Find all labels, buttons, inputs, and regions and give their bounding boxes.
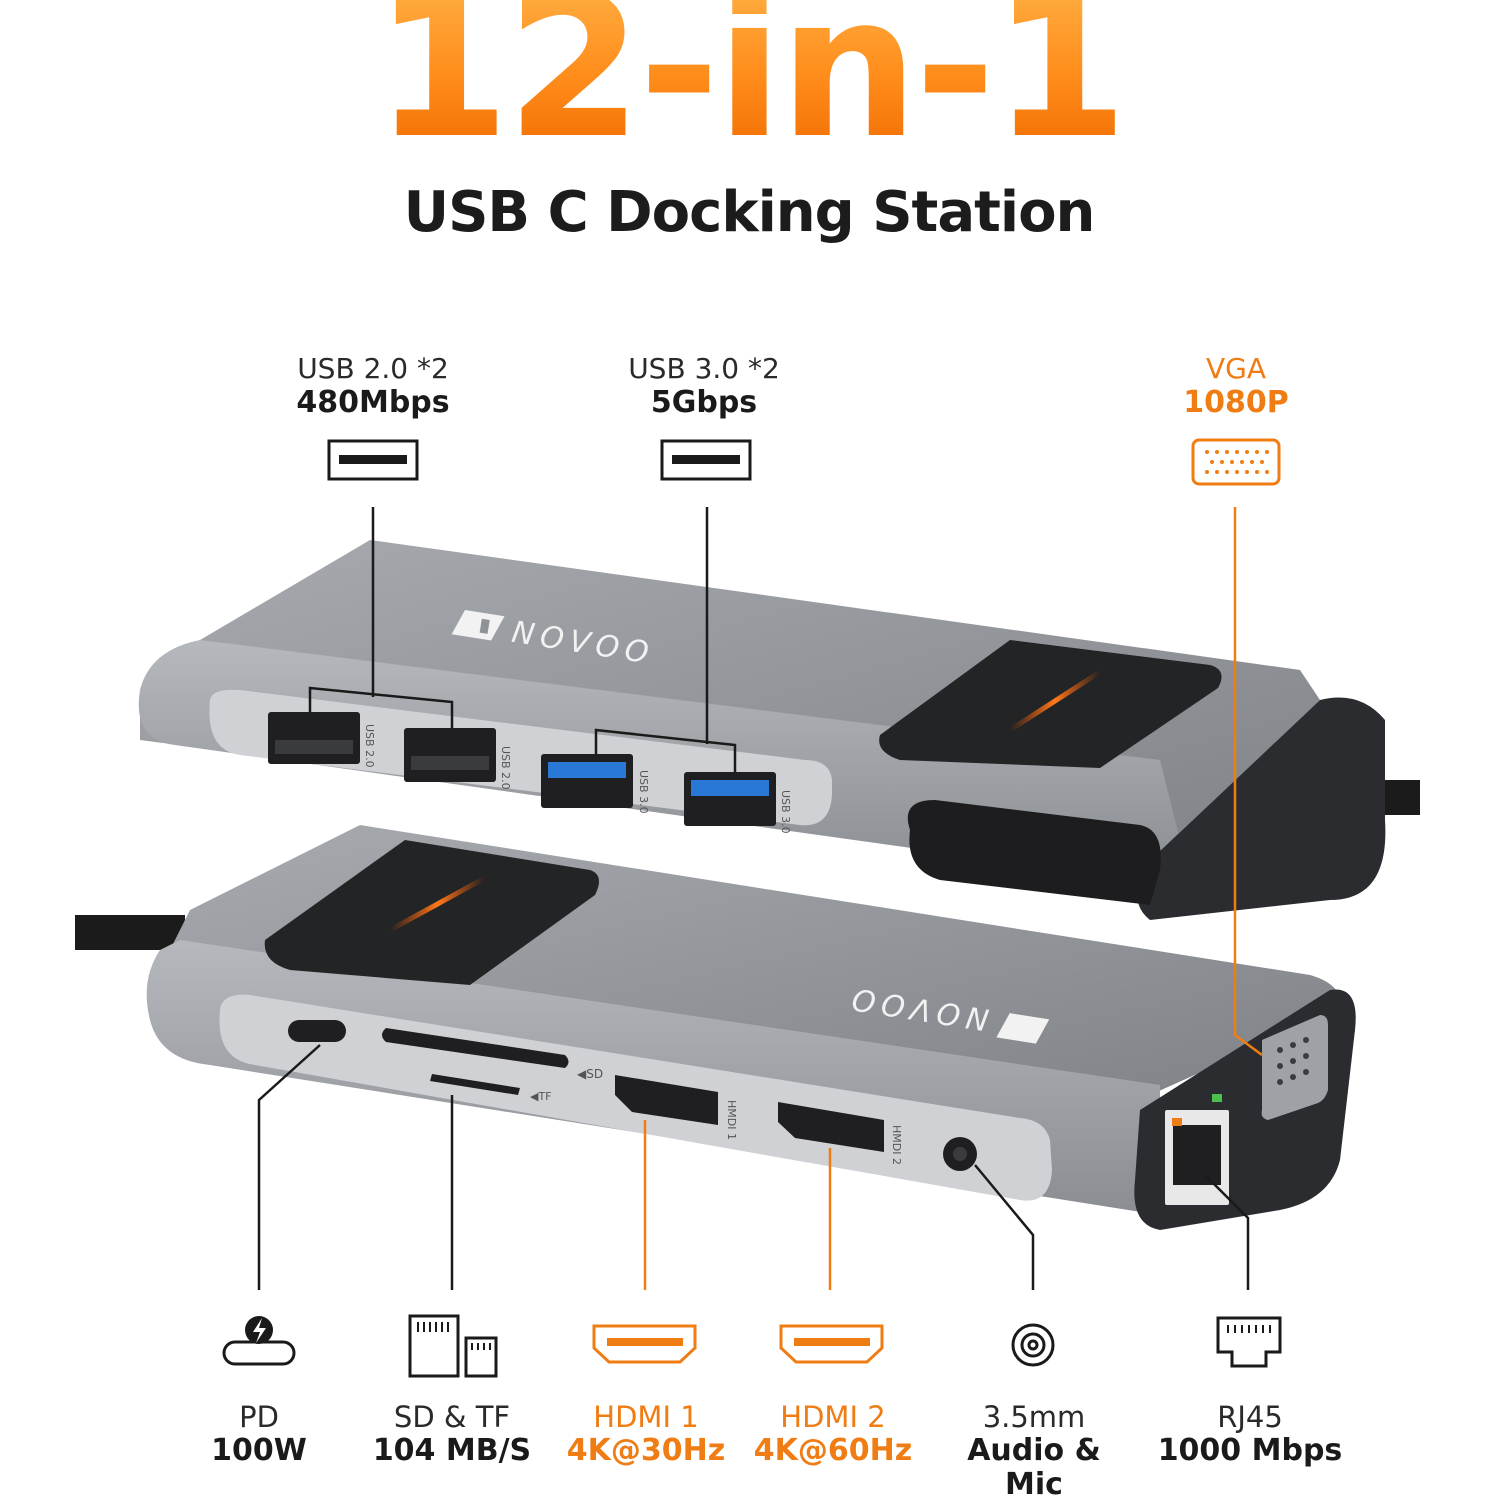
- hdmi2-label-resolution: 4K@60Hz: [753, 1433, 913, 1468]
- usb3-port-marking: USB 3.0: [779, 790, 792, 834]
- hdmi2-port-marking: HMDI 2: [890, 1125, 903, 1165]
- usb2-label: USB 2.0 *2 480Mbps: [263, 352, 483, 420]
- usb-a-icon: [660, 439, 752, 481]
- sd-tf-label-type: SD & TF: [393, 1400, 511, 1434]
- hdmi2-label: HDMI 2 4K@60Hz: [723, 1400, 943, 1468]
- usb2-label-type: USB 2.0 *2: [297, 352, 449, 385]
- bottom-hub: NOVOO ◀SD ◀TF HMDI 1 HMDI 2: [75, 825, 1356, 1230]
- hdmi1-label-type: HDMI 1: [593, 1400, 699, 1434]
- usb2-port-marking: USB 2.0: [499, 746, 512, 790]
- usb2-label-speed: 480Mbps: [296, 385, 450, 420]
- top-hub: NOVOO USB 2.0 USB 2.0 USB 3.0 USB 3.0: [138, 540, 1420, 920]
- tf-slot-marking: ◀TF: [530, 1090, 552, 1103]
- hdmi1-port-marking: HMDI 1: [725, 1100, 738, 1140]
- pd-label-power: 100W: [211, 1433, 307, 1468]
- hdmi1-label: HDMI 1 4K@30Hz: [536, 1400, 756, 1468]
- usb3-port-marking: USB 3.0: [637, 770, 650, 814]
- audio-label-type: 3.5mm: [982, 1400, 1086, 1434]
- hdmi2-label-type: HDMI 2: [780, 1400, 886, 1434]
- sd-slot-marking: ◀SD: [577, 1067, 603, 1081]
- vga-label-type: VGA: [1205, 352, 1266, 385]
- sd-tf-label: SD & TF 104 MB/S: [342, 1400, 562, 1468]
- hdmi-icon: [592, 1324, 697, 1364]
- audio-label-line2: Audio &: [967, 1433, 1101, 1468]
- rj45-label-speed: 1000 Mbps: [1157, 1433, 1343, 1468]
- hero-subtitle: USB C Docking Station: [403, 180, 1096, 245]
- audio-label-line3: Mic: [1005, 1467, 1063, 1502]
- pd-charging-icon: [222, 1316, 296, 1366]
- vga-label-resolution: 1080P: [1183, 385, 1289, 420]
- usb-a-icon: [327, 439, 419, 481]
- vga-icon: [1191, 438, 1281, 486]
- callout-lines: [257, 507, 1263, 1290]
- pd-label: PD 100W: [149, 1400, 369, 1468]
- usb3-label-type: USB 3.0 *2: [628, 352, 780, 385]
- usb3-label-speed: 5Gbps: [650, 385, 758, 420]
- audio-jack-icon: [1011, 1323, 1055, 1367]
- audio-label: 3.5mm Audio & Mic: [924, 1400, 1144, 1502]
- hero-title: 12-in-1: [0, 0, 1498, 166]
- rj45-label: RJ45 1000 Mbps: [1140, 1400, 1360, 1468]
- hdmi1-label-resolution: 4K@30Hz: [566, 1433, 726, 1468]
- vga-label: VGA 1080P: [1126, 352, 1346, 420]
- ethernet-icon: [1216, 1316, 1282, 1368]
- hdmi-icon: [779, 1324, 884, 1364]
- pd-label-type: PD: [239, 1400, 279, 1434]
- usb3-label: USB 3.0 *2 5Gbps: [594, 352, 814, 420]
- sd-tf-label-speed: 104 MB/S: [372, 1433, 532, 1468]
- usb2-port-marking: USB 2.0: [363, 724, 376, 768]
- sd-tf-card-icon: [408, 1314, 498, 1378]
- rj45-label-type: RJ45: [1217, 1400, 1283, 1434]
